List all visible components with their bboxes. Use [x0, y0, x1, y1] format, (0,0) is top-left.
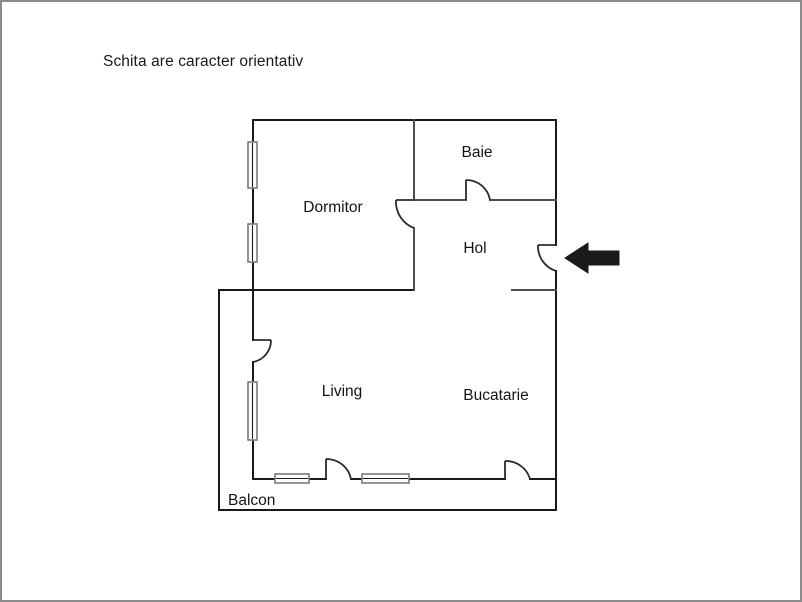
wall-group [218, 119, 557, 511]
door-dormitor-hol [395, 199, 415, 229]
room-label-bucatarie: Bucatarie [463, 387, 528, 404]
door-entry-hol [537, 244, 557, 272]
room-label-balcon: Balcon [228, 492, 275, 509]
room-label-baie: Baie [461, 144, 492, 161]
room-label-dormitor: Dormitor [303, 199, 362, 216]
door-living-hallway [252, 339, 272, 363]
room-label-living: Living [322, 383, 363, 400]
page-title: Schita are caracter orientativ [103, 53, 304, 70]
interior-wall-group [413, 119, 557, 291]
door-group [252, 179, 557, 480]
door-baie-hol [465, 179, 491, 201]
window-group [247, 141, 410, 484]
main-entrance-arrow [564, 242, 620, 274]
room-label-hol: Hol [463, 240, 486, 257]
door-living-balcon [325, 458, 352, 480]
door-bucatarie-balcon [504, 460, 531, 480]
